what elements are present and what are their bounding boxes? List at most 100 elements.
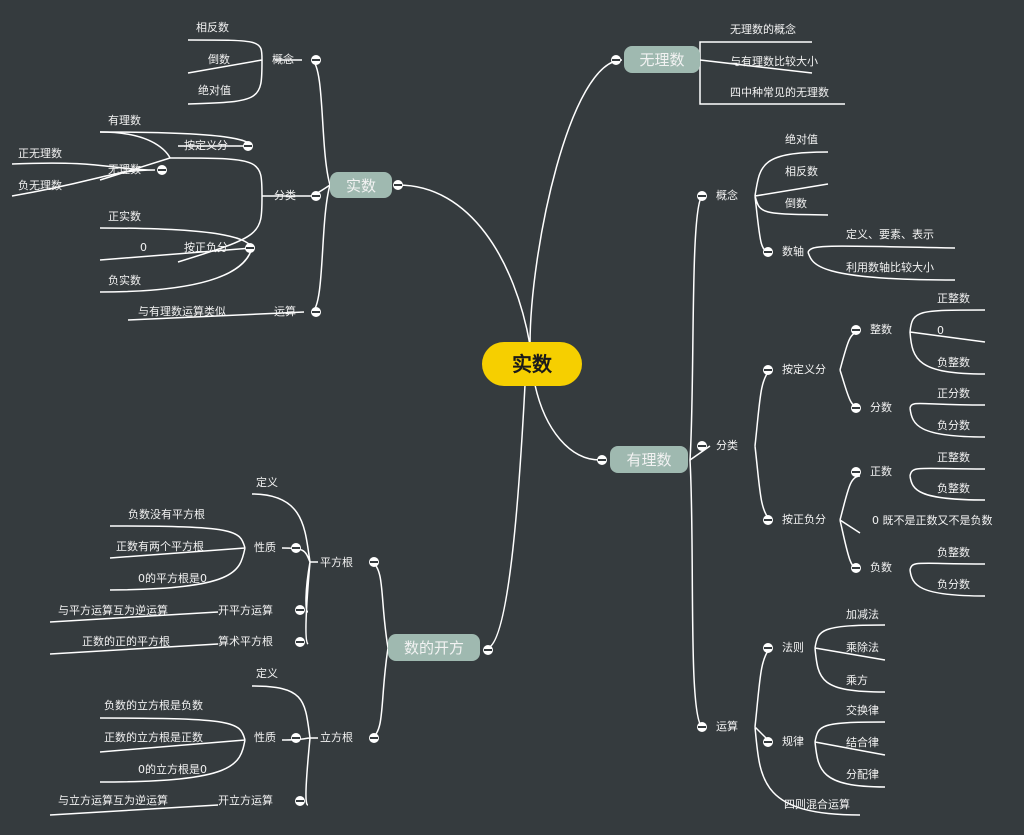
collapse-toggle-shishu-fenlei[interactable] xyxy=(311,191,321,201)
leaf-kaifang-lifang-xingzhi-1: 正数的立方根是正数 xyxy=(104,730,203,744)
node-youlishu-faze[interactable]: 法则 xyxy=(782,640,804,654)
collapse-toggle-kaifang[interactable] xyxy=(483,645,493,655)
leaf-youlishu-guilv-2: 分配律 xyxy=(846,768,879,781)
node-shishu-dingyi[interactable]: 按定义分 xyxy=(184,138,228,152)
leaf-shishu-zhengfu-2: 负实数 xyxy=(108,273,141,287)
leaf-youlishu-faze-2: 乘方 xyxy=(846,673,868,687)
branch-shishu: 实数 概念 相反数 倒数 绝对值 分类 按定义分 有理数 无理数 正无理数 负无… xyxy=(18,21,403,318)
leaf-kaifang-pingfang-kai: 与平方运算互为逆运算 xyxy=(58,603,168,617)
leaf-youlishu-faze-1: 乘除法 xyxy=(846,640,879,654)
collapse-toggle-kaifang-pingfang[interactable] xyxy=(369,557,379,567)
leaf-wulishu-2: 四中种常见的无理数 xyxy=(730,85,829,99)
leaf-youlishu-zheng-0: 正整数 xyxy=(937,450,970,464)
leaf-youlishu-gainian-0: 绝对值 xyxy=(785,132,818,146)
node-youlishu-fu[interactable]: 负数 xyxy=(870,560,892,574)
collapse-toggle-wulishu[interactable] xyxy=(611,55,621,65)
leaf-shishu-wulishu-0: 正无理数 xyxy=(18,147,62,160)
node-kaifang-pingfang-xingzhi[interactable]: 性质 xyxy=(254,540,276,554)
leaf-youlishu-fu-0: 负整数 xyxy=(937,545,970,559)
leaf-youlishu-guilv-1: 结合律 xyxy=(846,735,879,749)
collapse-toggle-shishu-yunsuan[interactable] xyxy=(311,307,321,317)
collapse-toggle-shishu[interactable] xyxy=(393,180,403,190)
collapse-toggle-youlishu-dingyi[interactable] xyxy=(763,365,773,375)
node-kaifang-lifang[interactable]: 立方根 xyxy=(320,730,353,744)
leaf-kaifang-pingfang-suanshu: 正数的正的平方根 xyxy=(82,634,170,648)
node-youlishu-zhengshu[interactable]: 整数 xyxy=(870,322,892,336)
collapse-toggle-youlishu-guilv[interactable] xyxy=(763,737,773,747)
collapse-toggle-shishu-zhengfu[interactable] xyxy=(245,243,255,253)
branch-label-kaifang: 数的开方 xyxy=(404,639,464,657)
leaf-shishu-zhengfu-0: 正实数 xyxy=(108,209,141,223)
collapse-toggle-youlishu-shuzhou[interactable] xyxy=(763,247,773,257)
branch-youlishu: 有理数 概念 绝对值 相反数 倒数 数轴 定义、要素、表示 利用数轴比较大小 分… xyxy=(597,132,993,811)
node-youlishu-zheng[interactable]: 正数 xyxy=(870,465,892,478)
leaf-kaifang-lifang-xingzhi-2: 0的立方根是0 xyxy=(138,762,207,776)
node-youlishu-shuzhou[interactable]: 数轴 xyxy=(782,244,804,258)
node-youlishu-fenshu[interactable]: 分数 xyxy=(870,401,892,414)
collapse-toggle-youlishu-zheng[interactable] xyxy=(851,467,861,477)
node-shishu-wulishu[interactable]: 无理数 xyxy=(108,163,141,176)
node-shishu-zhengfu[interactable]: 按正负分 xyxy=(184,240,228,254)
collapse-toggle-shishu-wulishu[interactable] xyxy=(157,165,167,175)
collapse-toggle-youlishu-fenlei[interactable] xyxy=(697,441,707,451)
leaf-youlishu-zhengshu-2: 负整数 xyxy=(937,355,970,369)
branch-node-youlishu[interactable]: 有理数 xyxy=(610,446,688,473)
node-shishu-fenlei[interactable]: 分类 xyxy=(274,188,296,202)
branch-label-shishu: 实数 xyxy=(346,177,376,195)
collapse-toggle-shishu-gainian[interactable] xyxy=(311,55,321,65)
leaf-youlishu-mixed: 四则混合运算 xyxy=(784,797,850,811)
branch-label-wulishu: 无理数 xyxy=(639,51,684,69)
node-kaifang-lifang-xingzhi[interactable]: 性质 xyxy=(254,730,276,744)
collapse-toggle-youlishu-fenshu[interactable] xyxy=(851,403,861,413)
connector-lines xyxy=(11,39,986,816)
node-youlishu-dingyi[interactable]: 按定义分 xyxy=(782,362,826,376)
branch-node-wulishu[interactable]: 无理数 xyxy=(624,46,700,73)
branch-node-shishu[interactable]: 实数 xyxy=(330,172,392,198)
leaf-youlishu-fenshu-1: 负分数 xyxy=(937,418,970,432)
collapse-toggle-youlishu[interactable] xyxy=(597,455,607,465)
leaf-youlishu-zheng-1: 负整数 xyxy=(937,481,970,495)
node-shishu-gainian[interactable]: 概念 xyxy=(272,52,294,66)
leaf-wulishu-0: 无理数的概念 xyxy=(730,22,796,36)
root-node[interactable]: 实数 xyxy=(482,342,582,386)
leaf-kaifang-lifang-xingzhi-0: 负数的立方根是负数 xyxy=(104,698,203,712)
leaf-shishu-wulishu-1: 负无理数 xyxy=(18,178,62,192)
leaf-shishu-youlishu: 有理数 xyxy=(108,113,141,127)
leaf-shishu-gainian-0: 相反数 xyxy=(196,21,229,34)
branch-node-kaifang[interactable]: 数的开方 xyxy=(388,634,480,661)
leaf-wulishu-1: 与有理数比较大小 xyxy=(730,54,818,68)
collapse-toggle-youlishu-zhengfu[interactable] xyxy=(763,515,773,525)
leaf-shishu-gainian-2: 绝对值 xyxy=(198,83,231,97)
collapse-toggle-youlishu-zhengshu[interactable] xyxy=(851,325,861,335)
collapse-toggle-kaifang-pingfang-kai[interactable] xyxy=(295,605,305,615)
collapse-toggle-shishu-dingyi[interactable] xyxy=(243,141,253,151)
collapse-toggle-kaifang-lifang-kai[interactable] xyxy=(295,796,305,806)
collapse-toggle-youlishu-fu[interactable] xyxy=(851,563,861,573)
collapse-toggle-kaifang-pingfang-xingzhi[interactable] xyxy=(291,543,301,553)
node-kaifang-pingfang-suanshu[interactable]: 算术平方根 xyxy=(218,634,273,648)
leaf-shishu-zhengfu-1: 0 xyxy=(140,241,147,254)
collapse-toggle-youlishu-gainian[interactable] xyxy=(697,191,707,201)
node-kaifang-pingfang[interactable]: 平方根 xyxy=(320,555,353,569)
leaf-youlishu-fenshu-0: 正分数 xyxy=(937,387,970,400)
node-youlishu-gainian[interactable]: 概念 xyxy=(716,188,738,202)
leaf-youlishu-guilv-0: 交换律 xyxy=(846,703,879,717)
node-shishu-yunsuan[interactable]: 运算 xyxy=(274,304,296,318)
collapse-toggle-youlishu-yunsuan[interactable] xyxy=(697,722,707,732)
leaf-youlishu-zhengshu-0: 正整数 xyxy=(937,291,970,305)
node-youlishu-yunsuan[interactable]: 运算 xyxy=(716,719,738,733)
node-youlishu-fenlei[interactable]: 分类 xyxy=(716,438,738,452)
node-youlishu-guilv[interactable]: 规律 xyxy=(782,734,804,748)
node-kaifang-pingfang-kai[interactable]: 开平方运算 xyxy=(218,603,273,617)
collapse-toggle-youlishu-faze[interactable] xyxy=(763,643,773,653)
collapse-toggle-kaifang-lifang[interactable] xyxy=(369,733,379,743)
leaf-shishu-gainian-1: 倒数 xyxy=(208,53,230,66)
node-kaifang-lifang-kai[interactable]: 开立方运算 xyxy=(218,793,273,807)
collapse-toggle-kaifang-pingfang-suanshu[interactable] xyxy=(295,637,305,647)
collapse-toggle-kaifang-lifang-xingzhi[interactable] xyxy=(291,733,301,743)
leaf-youlishu-shuzhou-1: 利用数轴比较大小 xyxy=(846,260,934,274)
branch-kaifang: 数的开方 平方根 定义 性质 负数没有平方根 正数有两个平方根 0的平方根是0 … xyxy=(58,475,493,807)
node-youlishu-zhengfu[interactable]: 按正负分 xyxy=(782,512,826,526)
